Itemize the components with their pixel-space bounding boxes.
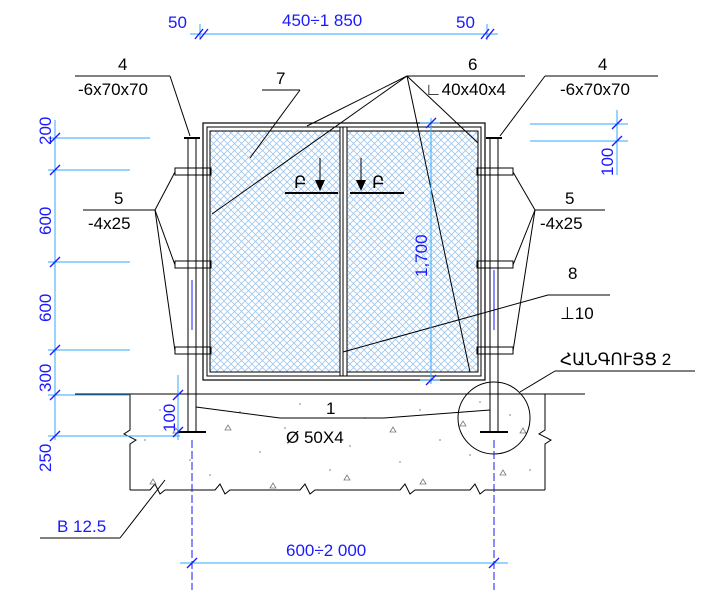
callout-7-number: 7: [276, 69, 285, 88]
section-mark-right-label: Բ: [372, 173, 384, 192]
dim-left-600-b: 600: [36, 294, 55, 322]
dim-height-1700: 1,700: [412, 234, 431, 277]
dim-top-right-offset: 50: [456, 13, 475, 32]
callout-5-right-spec: -4x25: [540, 214, 583, 233]
mesh-panel-right: [346, 130, 479, 373]
callout-labels: 4 -6x70x70 7 6 ∟40x40x4 4 -6x70x70 5 -4x…: [57, 55, 671, 536]
dim-left-250: 250: [36, 444, 55, 472]
callout-4-left-spec: -6x70x70: [78, 80, 148, 99]
callout-1-spec: Ø 50X4: [286, 428, 344, 447]
callout-5-right-number: 5: [565, 189, 574, 208]
callout-5-left-number: 5: [114, 189, 123, 208]
callout-6-number: 6: [468, 55, 477, 74]
callout-4-right-spec: -6x70x70: [560, 80, 630, 99]
callout-6-spec: ∟40x40x4: [425, 80, 506, 99]
leader-lines: [40, 75, 695, 539]
dim-left-200: 200: [36, 117, 55, 145]
section-mark-right: Բ: [350, 158, 404, 194]
dimension-labels: 50 450÷1 850 50 200 600 600 300 250 100 …: [36, 11, 617, 560]
callout-concrete: B 12.5: [57, 517, 106, 536]
dim-bottom-span: 600÷2 000: [286, 541, 366, 560]
callout-node-2: ՀԱՆԳՈՒՅՑ 2: [560, 350, 671, 369]
mesh-panel-left: [209, 130, 341, 373]
post-right: [480, 137, 508, 433]
callout-5-left-spec: -4x25: [88, 214, 131, 233]
callout-1-number: 1: [326, 399, 335, 418]
callout-4-right-number: 4: [598, 55, 607, 74]
dim-top-left-offset: 50: [168, 13, 187, 32]
gate-frame: [202, 122, 486, 381]
dim-top-span: 450÷1 850: [282, 11, 362, 30]
dim-right-100: 100: [598, 148, 617, 176]
dim-left-600-a: 600: [36, 207, 55, 235]
callout-8-spec: ⊥10: [560, 304, 594, 323]
callout-8-number: 8: [568, 264, 577, 283]
section-mark-left-label: Բ: [294, 173, 306, 192]
callout-4-left-number: 4: [118, 55, 127, 74]
dim-left-300: 300: [36, 364, 55, 392]
post-left: [178, 137, 206, 433]
section-mark-left: Բ: [285, 158, 338, 194]
dimension-lines: [48, 24, 628, 590]
dim-left-100: 100: [160, 404, 179, 432]
